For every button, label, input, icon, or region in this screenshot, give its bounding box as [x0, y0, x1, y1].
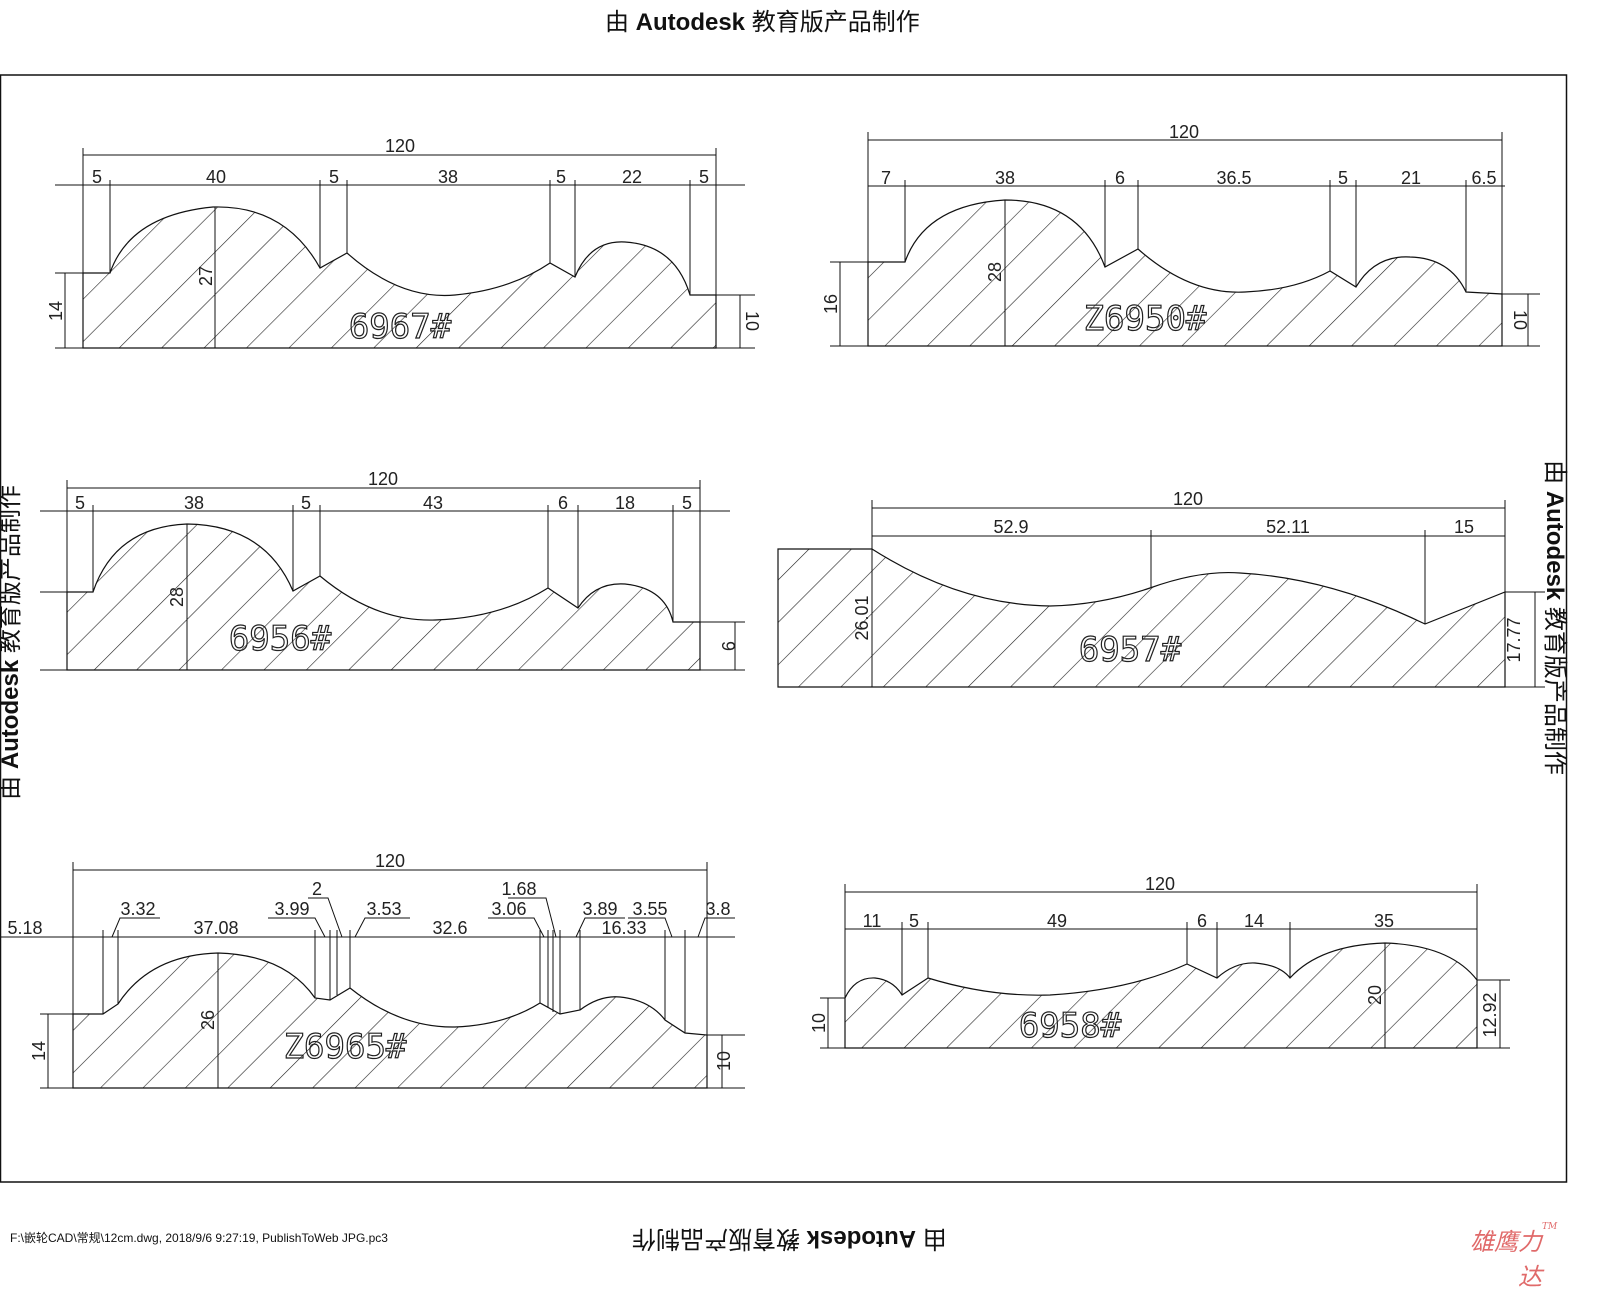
- dim-overall: 120: [1169, 122, 1199, 142]
- dim-segment: 43: [423, 493, 443, 513]
- dim-segment: 3.89: [582, 899, 617, 919]
- profile-z6950: 120 7 38 6 36.5 5 21 6.5 28 16 10 Z6950#: [821, 122, 1540, 347]
- logo-text: 达: [1518, 1263, 1542, 1291]
- dim-right-height: 9: [718, 641, 738, 651]
- dimension-lines: [55, 148, 755, 349]
- dim-left-height: 16: [821, 294, 841, 314]
- dim-segment: 16.33: [601, 918, 646, 938]
- dim-left-height: 14: [46, 301, 66, 321]
- sheet-border: [0, 74, 1568, 1183]
- dim-right-height: 10: [742, 311, 762, 331]
- dim-segment: 5: [1338, 168, 1348, 188]
- dim-overall: 120: [385, 136, 415, 156]
- profile-label: 6967#: [349, 307, 452, 347]
- dim-segment: 5: [92, 167, 102, 187]
- profile-z6965: 120 5.18 3.32 37.08 3.99 2 3.53 32.6 3.0…: [0, 851, 745, 1089]
- profile-label: Z6950#: [1084, 299, 1207, 339]
- dim-segment: 5: [556, 167, 566, 187]
- dimension-lines: [830, 132, 1540, 347]
- dim-height: 20: [1365, 985, 1385, 1005]
- profile-6956: 120 5 38 5 43 6 18 5 28 9 6956#: [40, 469, 745, 671]
- watermark-prefix: 由: [605, 9, 629, 36]
- profile-6967: 120 5 40 5 38 5 22 5 27 14 10 6967#: [46, 136, 762, 349]
- dim-segment: 2: [312, 879, 322, 899]
- dim-segment: 21: [1401, 168, 1421, 188]
- dim-segment: 6: [1197, 911, 1207, 931]
- dim-segment: 6.5: [1471, 168, 1496, 188]
- plot-info: F:\嵌轮CAD\常规\12cm.dwg, 2018/9/6 9:27:19, …: [10, 1231, 388, 1245]
- dim-segment: 6: [558, 493, 568, 513]
- dim-overall: 120: [375, 851, 405, 871]
- profile-label: 6957#: [1079, 630, 1182, 670]
- dim-overall: 120: [1145, 874, 1175, 894]
- brand-logo: 雄鹰力TM 达: [1470, 1222, 1557, 1292]
- dim-segment: 3.06: [491, 899, 526, 919]
- dim-segment: 52.9: [993, 517, 1028, 537]
- dim-segment: 1.68: [501, 879, 536, 899]
- dim-segment: 37.08: [193, 918, 238, 938]
- dim-segment: 18: [615, 493, 635, 513]
- dim-segment: 15: [1454, 517, 1474, 537]
- profile-label: 6956#: [229, 619, 332, 659]
- logo-tm: TM: [1542, 1222, 1558, 1232]
- dim-segment: 14: [1244, 911, 1264, 931]
- profile-section: [66, 523, 701, 671]
- dim-segment: 5: [699, 167, 709, 187]
- dim-segment: 22: [622, 167, 642, 187]
- dim-segment: 5: [329, 167, 339, 187]
- dim-segment: 40: [206, 167, 226, 187]
- dimension-lines: [0, 862, 745, 1089]
- dim-segment: 7: [881, 168, 891, 188]
- dim-segment: 49: [1047, 911, 1067, 931]
- dim-height: 28: [985, 262, 1005, 282]
- dim-segment: 11: [863, 911, 882, 931]
- dim-segment: 5: [301, 493, 311, 513]
- dim-right-height: 17.77: [1504, 617, 1524, 662]
- dim-segment: 38: [438, 167, 458, 187]
- logo-text: 雄鹰: [1470, 1228, 1518, 1256]
- dim-right-height: 10: [1510, 310, 1530, 330]
- profile-section: [72, 952, 708, 1089]
- dim-segment: 3.55: [632, 899, 667, 919]
- dim-height: 28: [167, 587, 187, 607]
- dim-overall: 120: [1173, 489, 1203, 509]
- dim-height: 27: [196, 266, 216, 286]
- dim-height: 26.01: [852, 595, 872, 640]
- profile-section: [777, 548, 1506, 688]
- profile-label: 6958#: [1019, 1006, 1122, 1046]
- dim-segment: 5: [909, 911, 919, 931]
- profile-section: [867, 199, 1503, 347]
- dim-segment: 35: [1374, 911, 1394, 931]
- dim-segment: 5: [682, 493, 692, 513]
- dim-segment: 5.18: [7, 918, 42, 938]
- dim-right-height: 12.92: [1480, 992, 1500, 1037]
- dim-segment: 3.53: [366, 899, 401, 919]
- dimension-lines: [40, 480, 745, 671]
- dim-segment: 32.6: [432, 918, 467, 938]
- dim-left-height: 14: [29, 1041, 49, 1061]
- dim-segment: 36.5: [1216, 168, 1251, 188]
- dim-right-height: 10: [714, 1051, 734, 1071]
- dim-segment: 3.32: [120, 899, 155, 919]
- dim-segment: 3.99: [274, 899, 309, 919]
- dim-overall: 120: [368, 469, 398, 489]
- dim-segment: 38: [995, 168, 1015, 188]
- watermark-top: 由 Autodesk 教育版产品制作: [605, 2, 920, 37]
- dimension-lines: [871, 500, 1545, 688]
- dim-height: 26: [198, 1010, 218, 1030]
- dim-segment: 5: [75, 493, 85, 513]
- watermark-brand: Autodesk: [635, 9, 746, 36]
- profile-6958: 120 11 5 49 6 14 35 20 10 12.92 6958#: [809, 874, 1510, 1049]
- logo-text: 力: [1518, 1228, 1542, 1256]
- dim-segment: 38: [184, 493, 204, 513]
- dim-segment: 3.8: [705, 899, 730, 919]
- dim-segment: 52.11: [1266, 517, 1310, 537]
- dim-segment: 6: [1115, 168, 1125, 188]
- watermark-suffix: 教育版产品制作: [751, 9, 920, 36]
- profile-section: [82, 206, 717, 349]
- dim-left-height: 10: [809, 1013, 829, 1033]
- profile-6957: 120 52.9 52.11 15 26.01 17.77 6957#: [777, 489, 1545, 688]
- dimension-lines: [820, 884, 1510, 1049]
- profile-label: Z6965#: [284, 1027, 407, 1067]
